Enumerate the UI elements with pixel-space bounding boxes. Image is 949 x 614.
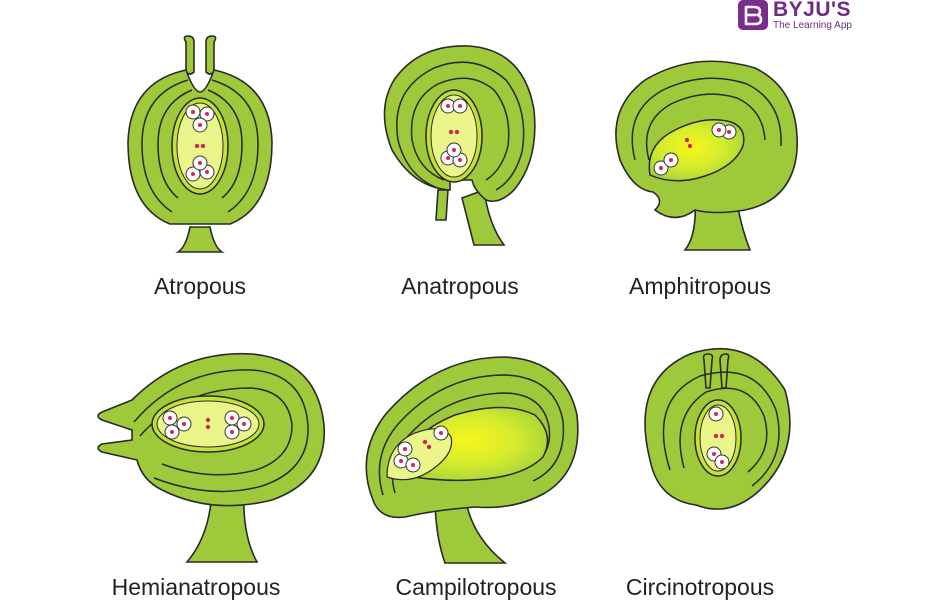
ovule-label-atropous: Atropous bbox=[110, 273, 290, 300]
ovule-diagram-hemianatropous bbox=[92, 340, 332, 570]
ovule-label-anatropous: Anatropous bbox=[360, 273, 560, 300]
ovule-diagram-atropous bbox=[120, 32, 280, 262]
ovule-label-campilotropous: Campilotropous bbox=[366, 574, 586, 601]
brand-tagline: The Learning App bbox=[773, 20, 852, 31]
ovule-diagram-amphitropous bbox=[605, 50, 805, 255]
brand-logo: BYJU'S The Learning App bbox=[738, 0, 852, 31]
ovule-label-amphitropous: Amphitropous bbox=[600, 273, 800, 300]
ovule-diagram-anatropous bbox=[374, 40, 544, 255]
brand-logo-icon bbox=[738, 0, 768, 30]
brand-name: BYJU'S bbox=[773, 0, 852, 20]
ovule-diagram-campilotropous bbox=[355, 345, 585, 570]
ovule-label-hemianatropous: Hemianatropous bbox=[86, 574, 306, 601]
ovule-diagram-circinotropous bbox=[630, 340, 800, 540]
ovule-label-circinotropous: Circinotropous bbox=[600, 574, 800, 601]
